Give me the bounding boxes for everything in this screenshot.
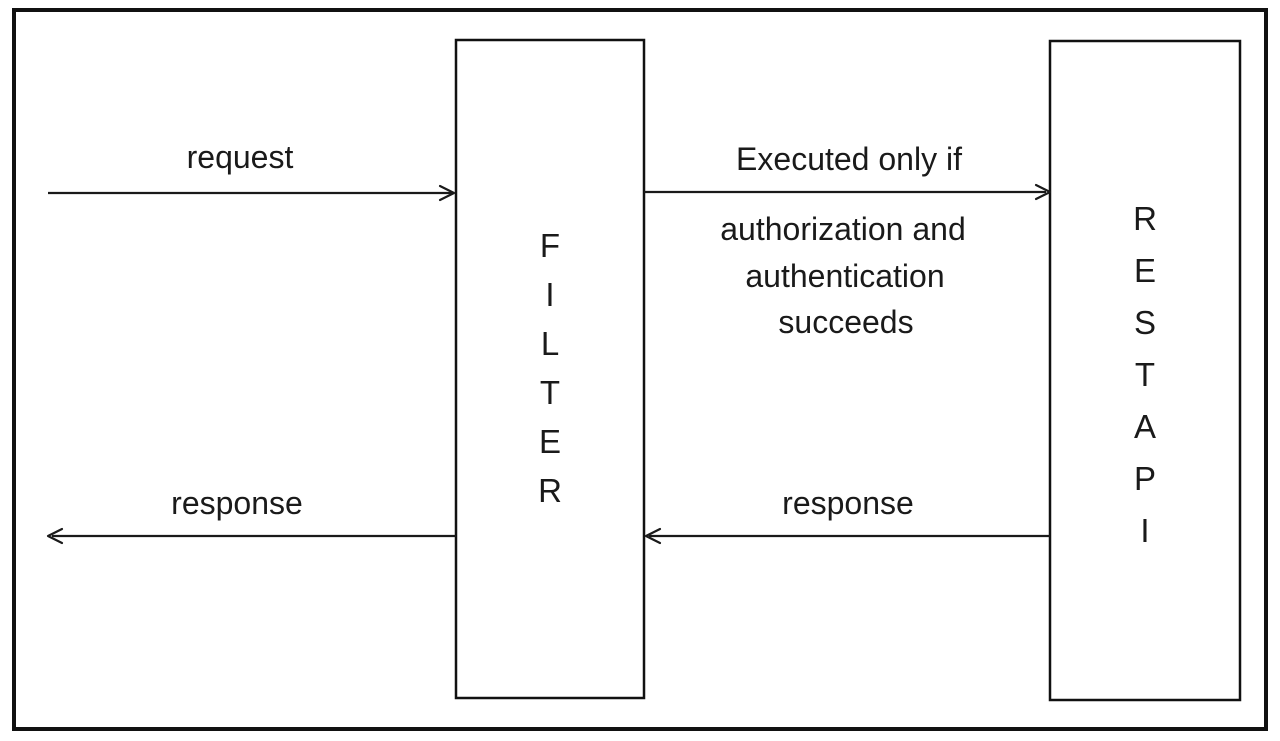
condition-label-line-3: succeeds	[778, 304, 913, 340]
filter-letter: L	[541, 325, 559, 362]
request-arrow-label: request	[187, 139, 294, 175]
filter-letter: E	[539, 423, 561, 460]
executed-only-if-label: Executed only if	[736, 141, 962, 177]
response-left-label: response	[171, 485, 303, 521]
rest-api-box: R E S T A P I	[1048, 39, 1242, 702]
filter-letter: R	[538, 472, 562, 509]
filter-to-api-arrowhead-icon	[1034, 183, 1052, 201]
filter-to-api-arrow: Executed only if authorization and authe…	[644, 141, 1052, 340]
filter-box-rect	[454, 38, 646, 700]
rest-api-box-rect	[1048, 39, 1242, 702]
request-arrowhead-icon	[438, 184, 456, 202]
api-to-filter-arrowhead-icon	[644, 527, 662, 545]
condition-label-line-2: authentication	[745, 258, 944, 294]
rest-api-letter: E	[1134, 252, 1156, 289]
response-right-label: response	[782, 485, 914, 521]
rest-api-letter: S	[1134, 304, 1156, 341]
rest-api-letter: A	[1134, 408, 1156, 445]
rest-api-letter: I	[1140, 512, 1149, 549]
condition-label-line-1: authorization and	[720, 211, 966, 247]
api-to-filter-arrow: response	[644, 485, 1050, 545]
filter-letter: I	[545, 276, 554, 313]
filter-box: F I L T E R	[454, 38, 646, 700]
rest-api-letter: T	[1135, 356, 1155, 393]
filter-letter: F	[540, 227, 560, 264]
rest-api-letter: R	[1133, 200, 1157, 237]
filter-to-client-arrowhead-icon	[46, 527, 64, 545]
request-arrow: request	[48, 139, 456, 202]
outer-border	[12, 8, 1268, 731]
filter-to-client-arrow: response	[46, 485, 456, 545]
rest-api-letter: P	[1134, 460, 1156, 497]
filter-letter: T	[540, 374, 560, 411]
